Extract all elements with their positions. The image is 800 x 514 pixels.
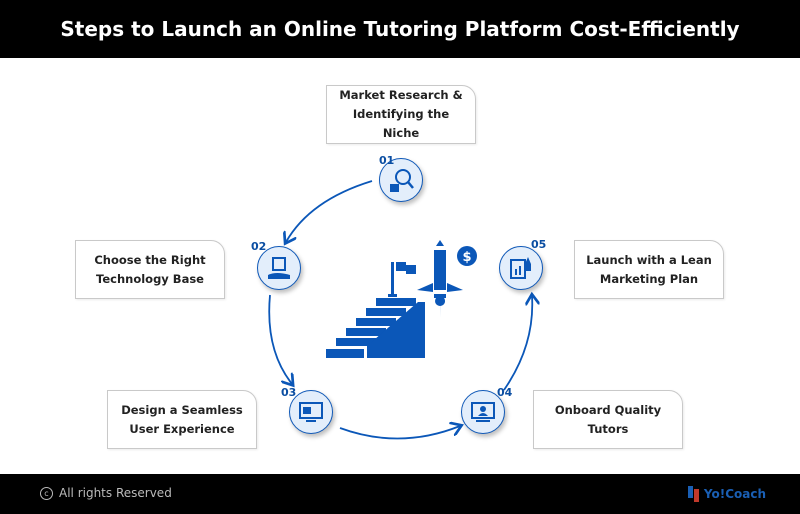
step-label: Launch with a Lean Marketing Plan [586, 252, 712, 286]
step-05-box: Launch with a Lean Marketing Plan [574, 240, 724, 299]
ux-design-icon [289, 390, 333, 434]
step-number: 02 [251, 240, 267, 253]
arrow-03-04 [339, 426, 460, 440]
market-research-icon [379, 158, 423, 202]
arrow-01-02 [286, 180, 373, 242]
technology-icon [257, 246, 301, 290]
copyright-icon: c [40, 486, 53, 500]
step-02-box: Choose the Right Technology Base [75, 240, 225, 299]
step-number: 01 [379, 154, 395, 167]
step-number: 05 [531, 238, 547, 251]
step-03-box: Design a Seamless User Experience [107, 390, 257, 449]
launch-marketing-icon [499, 246, 543, 290]
logo-mark-icon [687, 486, 699, 502]
arrow-02-03 [268, 294, 292, 384]
page-title: Steps to Launch an Online Tutoring Platf… [0, 0, 800, 58]
dollar-icon: $ [462, 250, 471, 265]
step-01-box: Market Research & Identifying the Niche [326, 85, 476, 144]
step-number: 04 [497, 386, 513, 399]
tutor-icon [461, 390, 505, 434]
yocoach-logo: Yo!Coach [687, 485, 766, 503]
arrow-04-05 [503, 296, 532, 391]
step-label: Market Research & Identifying the Niche [339, 88, 463, 140]
footer: c All rights Reserved Yo!Coach [0, 474, 800, 514]
step-label: Choose the Right Technology Base [94, 252, 206, 286]
copyright-text: All rights Reserved [59, 486, 172, 500]
step-label: Onboard Quality Tutors [554, 402, 662, 436]
copyright: c All rights Reserved [40, 486, 172, 500]
step-label: Design a Seamless User Experience [121, 402, 243, 436]
step-number: 03 [281, 386, 297, 399]
staircase-rocket-illustration [326, 240, 477, 358]
step-04-box: Onboard Quality Tutors [533, 390, 683, 449]
logo-text: Yo!Coach [703, 487, 766, 501]
